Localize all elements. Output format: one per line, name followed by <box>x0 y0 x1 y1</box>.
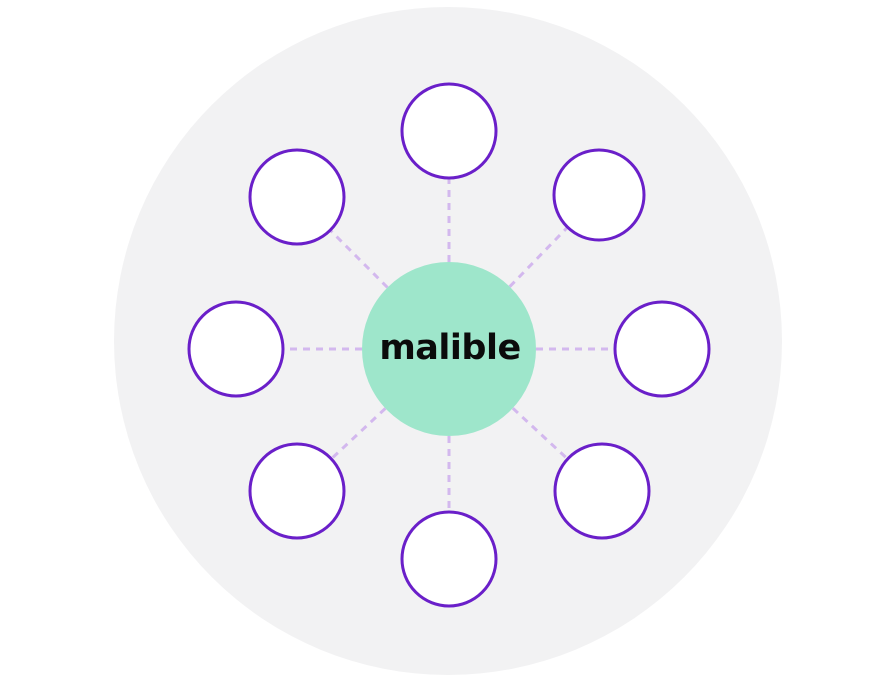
connector-top-right <box>508 226 569 288</box>
node-bottom <box>400 510 498 608</box>
node-top <box>400 82 498 180</box>
node-bottom-left <box>248 442 346 540</box>
connector-top-left <box>329 229 389 289</box>
node-top-right <box>552 148 646 242</box>
connectors <box>283 178 615 512</box>
hub-label: malible <box>379 328 520 368</box>
node-left <box>187 300 285 398</box>
hub-circle <box>362 262 536 436</box>
hub: malible <box>362 262 536 436</box>
node-top-left <box>248 148 346 246</box>
satellite-nodes <box>187 82 711 608</box>
node-bottom-right <box>553 442 651 540</box>
node-right <box>613 300 711 398</box>
